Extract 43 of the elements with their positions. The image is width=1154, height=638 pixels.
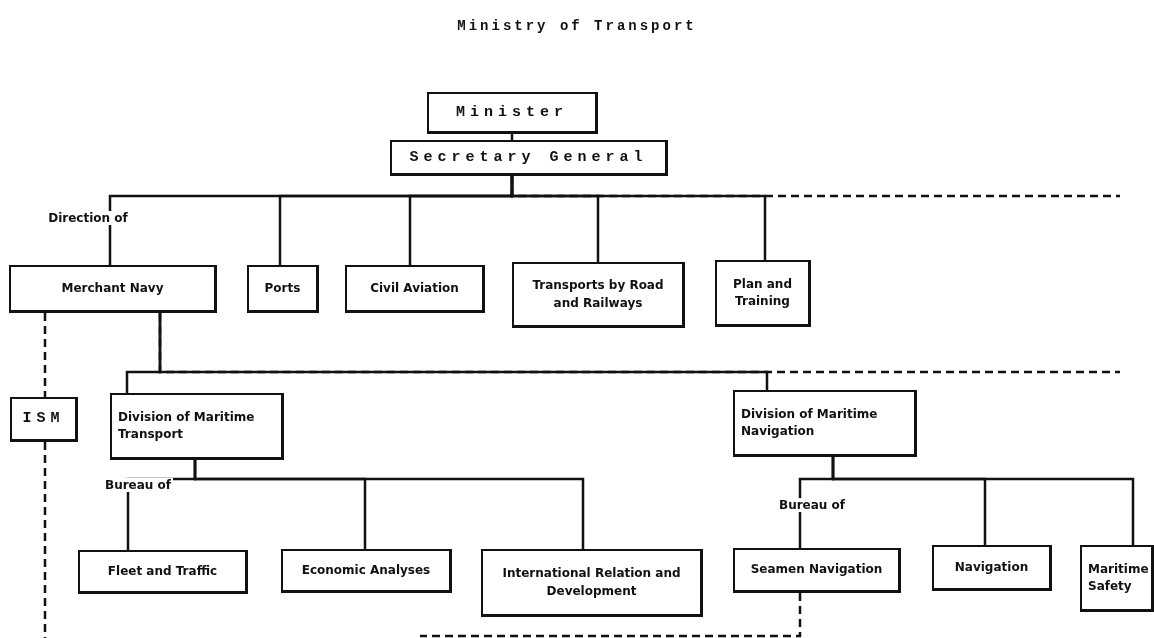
dashed-connector xyxy=(158,313,1120,374)
dashed-connector xyxy=(420,593,802,638)
org-box xyxy=(78,550,248,594)
box-label: Plan and Training xyxy=(732,275,793,310)
org-box xyxy=(247,265,319,313)
box-label: Maritime Safety xyxy=(1088,560,1149,595)
edge-label: Bureau of xyxy=(103,478,173,492)
org-box xyxy=(512,262,685,328)
chart-title: Ministry of Transport xyxy=(457,18,697,34)
box-label: International Relation and Development xyxy=(501,565,682,600)
box-label: ISM xyxy=(22,409,65,430)
edge-label: Direction of xyxy=(46,211,130,225)
connector-line xyxy=(193,460,585,549)
edge-label: Bureau of xyxy=(777,498,847,512)
org-box xyxy=(9,265,217,313)
org-box xyxy=(715,260,811,327)
box-label: Economic Analyses xyxy=(301,561,431,579)
org-box xyxy=(10,397,78,442)
dashed-connector xyxy=(510,176,1120,198)
org-box xyxy=(390,140,668,176)
org-box xyxy=(733,390,917,457)
dashed-connector xyxy=(43,313,47,397)
dashed-connector xyxy=(43,442,47,638)
box-label: Fleet and Traffic xyxy=(107,562,218,580)
box-label: Civil Aviation xyxy=(370,279,459,297)
org-box xyxy=(281,549,452,593)
org-box xyxy=(1080,545,1154,612)
box-label: Minister xyxy=(456,102,568,123)
org-box xyxy=(110,393,284,460)
org-box xyxy=(733,548,901,593)
box-label: Seamen Navigation xyxy=(750,561,883,579)
org-box xyxy=(345,265,485,313)
box-label: Navigation xyxy=(954,558,1029,576)
box-label: Secretary General xyxy=(409,147,648,168)
org-box xyxy=(481,549,703,617)
connector-line xyxy=(831,457,1135,545)
box-label: Ports xyxy=(264,279,301,297)
box-label: Merchant Navy xyxy=(61,279,164,297)
box-label: Division of Maritime Transport xyxy=(118,408,256,443)
box-label: Transports by Road and Railways xyxy=(531,277,665,312)
org-box xyxy=(427,92,598,134)
box-label: Division of Maritime Navigation xyxy=(741,405,879,440)
org-box xyxy=(932,545,1052,591)
